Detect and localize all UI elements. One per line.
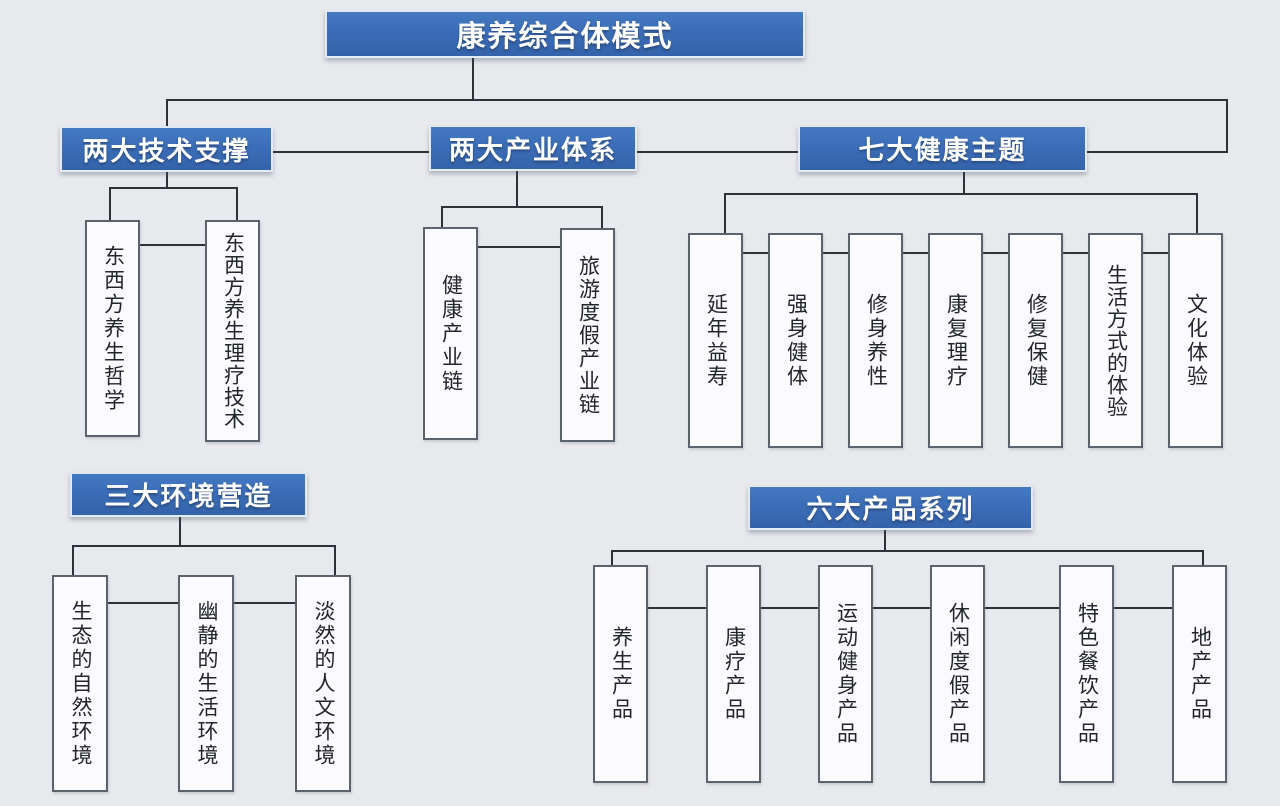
node-theme-longevity: 延年益寿 (688, 233, 743, 448)
connector-line (166, 99, 1228, 101)
node-tech-therapy: 东西方养生理疗技术 (205, 220, 260, 442)
connector-line (724, 193, 726, 234)
header-product: 六大产品系列 (748, 485, 1033, 530)
connector-line (166, 171, 168, 188)
connector-line (166, 99, 168, 127)
connector-line (741, 252, 770, 254)
connector-line (637, 151, 798, 153)
node-theme-rehabilitation: 康复理疗 (928, 233, 983, 448)
node-product-therapy: 康疗产品 (706, 565, 761, 783)
connector-line (981, 252, 1010, 254)
connector-line (477, 246, 561, 248)
connector-line (1202, 550, 1204, 567)
connector-line (109, 187, 238, 189)
node-product-sports-fitness: 运动健身产品 (818, 565, 873, 783)
connector-line (1087, 151, 1228, 153)
node-theme-lifestyle-experience: 生活方式的体验 (1088, 233, 1143, 448)
header-industry: 两大产业体系 (429, 125, 637, 171)
header-environment: 三大环境营造 (70, 472, 307, 517)
connector-line (334, 545, 336, 577)
connector-line (1226, 99, 1228, 153)
connector-line (273, 151, 429, 153)
node-product-leisure-vacation: 休闲度假产品 (930, 565, 985, 783)
connector-line (983, 607, 1061, 609)
connector-line (871, 607, 932, 609)
header-root: 康养综合体模式 (325, 10, 805, 58)
connector-line (963, 171, 965, 195)
connector-line (760, 607, 820, 609)
connector-line (441, 206, 443, 228)
node-theme-culture-experience: 文化体验 (1168, 233, 1223, 448)
connector-line (109, 187, 111, 221)
connector-line (601, 206, 603, 229)
connector-line (72, 545, 74, 577)
connector-line (884, 530, 886, 552)
node-product-real-estate: 地产产品 (1172, 565, 1227, 783)
node-product-wellness: 养生产品 (593, 565, 648, 783)
connector-line (1141, 252, 1170, 254)
connector-line (140, 244, 206, 246)
connector-line (611, 550, 1204, 552)
connector-line (236, 187, 238, 221)
connector-line (472, 57, 474, 100)
node-env-natural: 生态的自然环境 (52, 575, 108, 792)
node-theme-restorative-care: 修复保健 (1008, 233, 1063, 448)
node-theme-fitness: 强身健体 (768, 233, 823, 448)
connector-line (724, 193, 1198, 195)
connector-line (821, 252, 850, 254)
node-env-living: 幽静的生活环境 (178, 575, 234, 792)
connector-line (1061, 252, 1090, 254)
connector-line (233, 602, 297, 604)
connector-line (72, 545, 336, 547)
connector-line (179, 517, 181, 547)
connector-line (1112, 607, 1174, 609)
connector-line (901, 252, 930, 254)
connector-line (441, 206, 603, 208)
header-theme: 七大健康主题 (798, 125, 1087, 172)
node-env-humanistic: 淡然的人文环境 (295, 575, 351, 792)
node-industry-health-chain: 健康产业链 (423, 227, 478, 440)
connector-line (646, 607, 708, 609)
connector-line (106, 602, 180, 604)
node-tech-philosophy: 东西方养生哲学 (85, 220, 140, 437)
header-tech: 两大技术支撑 (60, 126, 273, 172)
connector-line (1196, 193, 1198, 234)
node-industry-tourism-chain: 旅游度假产业链 (560, 228, 615, 442)
node-product-special-dining: 特色餐饮产品 (1059, 565, 1114, 783)
connector-line (611, 550, 613, 567)
node-theme-self-cultivation: 修身养性 (848, 233, 903, 448)
connector-line (516, 170, 518, 208)
